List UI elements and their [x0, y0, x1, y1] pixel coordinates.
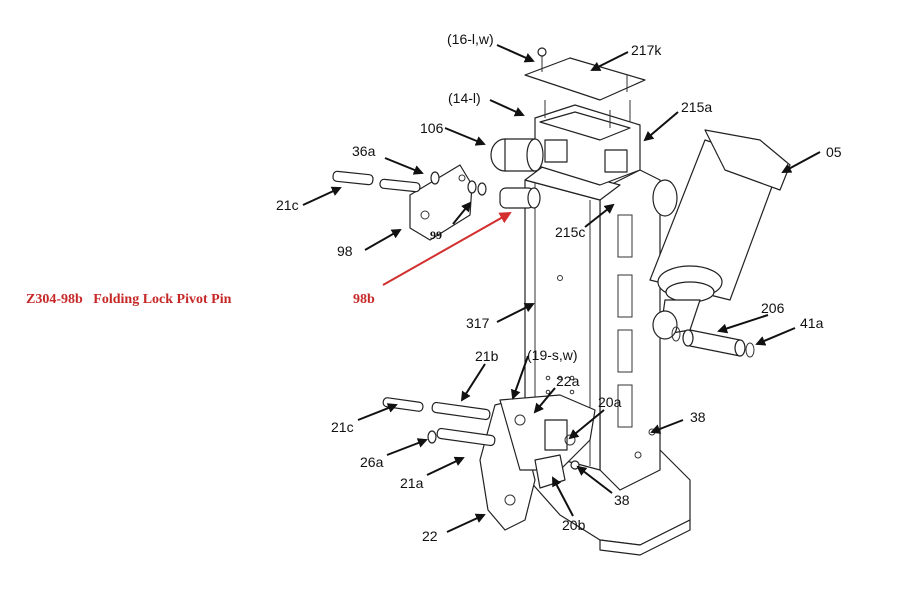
label-22: 22 [422, 528, 438, 544]
label-38-bottom: 38 [614, 492, 630, 508]
label-41a: 41a [800, 315, 824, 331]
label-21b: 21b [475, 348, 499, 364]
highlight-part-label: 98b [353, 292, 375, 307]
label-22a: 22a [556, 373, 580, 389]
label-215c: 215c [555, 224, 585, 240]
label-21a: 21a [400, 475, 424, 491]
label-99: 99 [430, 228, 442, 242]
pins-21b-21c-bottom [382, 397, 496, 447]
rear-column-215c [599, 169, 661, 491]
washer-36a [430, 171, 487, 196]
callout-labels: (16-l,w) 217k (14-l) 215a 106 05 36a 21c… [276, 31, 842, 544]
label-20a: 20a [598, 394, 622, 410]
label-217k: 217k [631, 42, 662, 58]
caption-part-number: Z304-98b [26, 292, 83, 307]
label-36a: 36a [352, 143, 376, 159]
cylinder-05 [649, 129, 791, 340]
label-16lw: (16-l,w) [447, 31, 494, 47]
label-05: 05 [826, 144, 842, 160]
label-21c-bottom: 21c [331, 419, 354, 435]
label-206: 206 [761, 300, 785, 316]
label-26a: 26a [360, 454, 384, 470]
label-98: 98 [337, 243, 353, 259]
label-38-right: 38 [690, 409, 706, 425]
callout-arrows [302, 44, 821, 533]
cover-plate-217k [524, 47, 646, 101]
pivot-pin-98b [499, 187, 541, 209]
highlight-arrow-98b [382, 212, 512, 286]
label-215a: 215a [681, 99, 712, 115]
caption-part-name: Folding Lock Pivot Pin [93, 292, 232, 307]
part-caption: Z304-98b Folding Lock Pivot Pin [26, 292, 231, 308]
label-21c-top: 21c [276, 197, 299, 213]
label-20b: 20b [562, 517, 586, 533]
label-14l: (14-l) [448, 90, 481, 106]
label-106: 106 [420, 120, 444, 136]
top-housing-215a [534, 100, 641, 186]
assembly-drawing [332, 47, 791, 556]
pin-21c-top [332, 170, 421, 193]
linkage-22a-20a [499, 394, 596, 471]
label-317: 317 [466, 315, 490, 331]
pin-206 [671, 326, 755, 358]
label-19sw: (19-s,w) [527, 347, 578, 363]
